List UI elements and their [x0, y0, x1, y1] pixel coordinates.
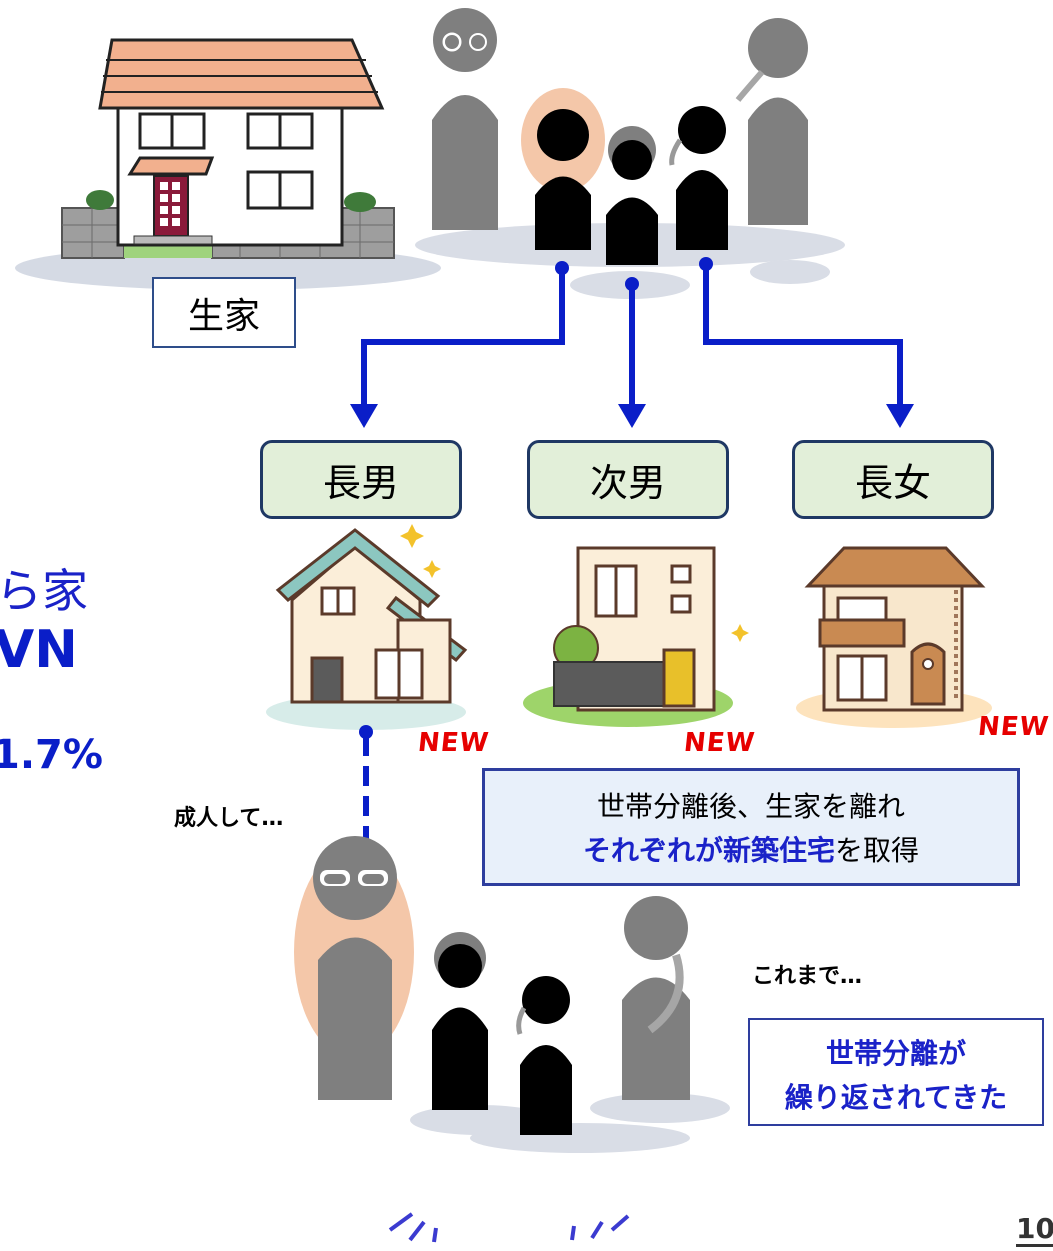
family-group-illustration	[415, 8, 845, 299]
new-tag-eldest-son: NEW	[416, 728, 491, 758]
eldest-son-label: 長男	[260, 440, 462, 519]
branch-arrows	[361, 264, 903, 410]
new-house-eldest-daughter	[796, 546, 992, 728]
info-box-line1: 世帯分離後、生家を離れ	[596, 790, 905, 823]
parental-house-illustration	[15, 38, 441, 290]
cutoff-text-2: VN	[0, 620, 78, 680]
conclusion-line2: 繰り返されてきた	[784, 1081, 1008, 1114]
page-number: 10	[1016, 1212, 1053, 1247]
new-house-eldest-son	[266, 524, 468, 730]
cutoff-text-3: 1.7%	[0, 732, 103, 778]
cutoff-text-1: ら家	[0, 564, 88, 618]
second-son-label: 次男	[527, 440, 729, 519]
new-house-second-son	[523, 546, 749, 727]
new-tag-second-son: NEW	[682, 728, 757, 758]
conclusion-box: 世帯分離が 繰り返されてきた	[748, 1018, 1044, 1126]
info-box: 世帯分離後、生家を離れ それぞれが新築住宅を取得	[482, 768, 1020, 886]
info-box-highlight: それぞれが新築住宅	[582, 834, 835, 867]
info-box-rest: を取得	[835, 834, 920, 867]
conclusion-line1: 世帯分離が	[825, 1037, 966, 1070]
eldest-daughter-label: 長女	[792, 440, 994, 519]
next-generation-family-illustration	[294, 836, 730, 1243]
arrow-heads	[350, 257, 914, 428]
new-tag-eldest-daughter: NEW	[976, 712, 1051, 742]
until-now-note: これまで…	[752, 964, 863, 989]
origin-house-label: 生家	[152, 277, 296, 348]
grown-up-note: 成人して…	[174, 806, 284, 831]
